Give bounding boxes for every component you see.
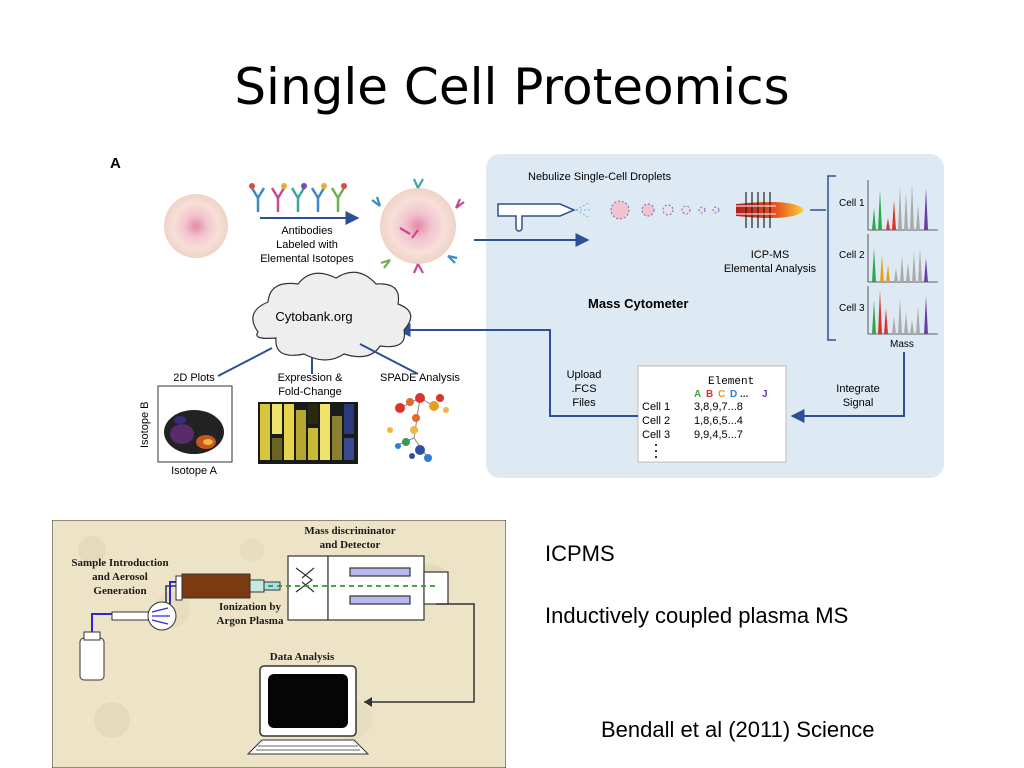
svg-text:Upload: Upload bbox=[567, 369, 602, 381]
cell-2-spectrum bbox=[867, 234, 938, 283]
svg-text:Fold-Change: Fold-Change bbox=[278, 386, 342, 398]
mass-spectrometer-icon bbox=[287, 555, 449, 621]
data-analysis-label: Data Analysis bbox=[270, 651, 335, 663]
icp-torch-icon bbox=[736, 192, 804, 228]
upload-label: Upload .FCS Files bbox=[567, 369, 602, 409]
spade-tree bbox=[387, 393, 449, 462]
ionization-label: Ionization by bbox=[219, 601, 282, 613]
nebulizer-icon bbox=[497, 203, 576, 232]
2d-plots-label: 2D Plots bbox=[173, 372, 215, 384]
cell-3-label: Cell 3 bbox=[839, 303, 865, 314]
integrate-label: Integrate Signal bbox=[836, 383, 879, 409]
mass-axis-label: Mass bbox=[890, 339, 914, 350]
element-letter: C bbox=[718, 389, 725, 400]
mass-cytometry-figure: A Antibodies Labeled with Elemental Isot… bbox=[110, 154, 944, 478]
sample-intro-label: Generation bbox=[93, 585, 146, 597]
slide-title: Single Cell Proteomics bbox=[234, 58, 790, 116]
citation: Bendall et al (2011) Science bbox=[601, 717, 875, 742]
svg-text:ICP-MS: ICP-MS bbox=[751, 249, 790, 261]
mass-discriminator-label: and Detector bbox=[320, 539, 381, 551]
table-header: Element bbox=[708, 376, 754, 388]
table-row-values: 9,9,4,5...7 bbox=[694, 429, 743, 441]
spray-chamber-icon bbox=[111, 585, 180, 631]
bound-antibodies-icon bbox=[371, 178, 465, 274]
table-row-values: 1,8,6,5...4 bbox=[694, 415, 743, 427]
mass-discriminator-label: Mass discriminator bbox=[304, 525, 395, 537]
svg-text:Elemental Isotopes: Elemental Isotopes bbox=[260, 253, 354, 265]
antibodies-label: Antibodies Labeled with Elemental Isotop… bbox=[260, 225, 354, 265]
mass-cytometer-panel bbox=[486, 154, 944, 478]
cell-1-label: Cell 1 bbox=[839, 198, 865, 209]
cell-1-spectrum bbox=[867, 180, 938, 231]
element-letter: ... bbox=[740, 389, 749, 400]
element-letter: A bbox=[694, 389, 701, 400]
element-letter: J bbox=[762, 389, 768, 400]
2d-density-plot bbox=[157, 385, 233, 463]
integrate-arrow bbox=[790, 352, 905, 423]
expression-label: Expression & Fold-Change bbox=[278, 372, 343, 398]
svg-text:Antibodies: Antibodies bbox=[281, 225, 333, 237]
nebulize-label: Nebulize Single-Cell Droplets bbox=[528, 171, 672, 183]
droplets-icon bbox=[575, 200, 720, 220]
mass-cytometer-label: Mass Cytometer bbox=[588, 296, 688, 311]
labeled-cell bbox=[380, 188, 456, 264]
table-row-cell: Cell 3 bbox=[642, 429, 670, 441]
isotope-b-label: Isotope B bbox=[139, 402, 151, 448]
cytobank-label: Cytobank.org bbox=[275, 309, 352, 324]
svg-text:Integrate: Integrate bbox=[836, 383, 879, 395]
cell-3-spectrum bbox=[867, 286, 938, 335]
computer-icon bbox=[246, 665, 370, 755]
icpms-label: ICP-MS Elemental Analysis bbox=[724, 249, 817, 275]
isotope-a-label: Isotope A bbox=[171, 465, 218, 477]
antibodies-icon bbox=[249, 183, 347, 212]
svg-text:Labeled with: Labeled with bbox=[276, 239, 338, 251]
svg-text:Files: Files bbox=[572, 397, 596, 409]
element-data-table: Element A B C D ... J Cell 1 3,8,9,7...8… bbox=[637, 365, 787, 463]
cytobank-cloud bbox=[252, 271, 412, 361]
sample-intro-label: Sample Introduction bbox=[71, 557, 168, 569]
cell-2-label: Cell 2 bbox=[839, 250, 865, 261]
svg-text:Elemental Analysis: Elemental Analysis bbox=[724, 263, 817, 275]
spade-label: SPADE Analysis bbox=[380, 372, 460, 384]
table-row-cell: Cell 1 bbox=[642, 401, 670, 413]
table-row-values: 3,8,9,7...8 bbox=[694, 401, 743, 413]
unlabeled-cell bbox=[164, 194, 228, 258]
upload-arrow bbox=[396, 323, 638, 417]
sample-intro-label: and Aerosol bbox=[92, 571, 148, 583]
svg-text:Signal: Signal bbox=[843, 397, 874, 409]
table-row-cell: Cell 2 bbox=[642, 415, 670, 427]
sample-bottle-icon bbox=[79, 631, 105, 681]
inductively-coupled-note: Inductively coupled plasma MS bbox=[545, 603, 849, 628]
panel-letter: A bbox=[110, 155, 121, 172]
ionization-label: Argon Plasma bbox=[217, 615, 284, 627]
element-letter: D bbox=[730, 389, 737, 400]
signal-cable bbox=[364, 603, 475, 703]
icpms-note: ICPMS bbox=[545, 541, 615, 566]
svg-text:.FCS: .FCS bbox=[571, 383, 596, 395]
element-letter: B bbox=[706, 389, 713, 400]
cloud-arrows bbox=[217, 343, 419, 377]
icpms-diagram: Mass discriminator and Detector Sample I… bbox=[52, 520, 506, 768]
svg-text:Expression &: Expression & bbox=[278, 372, 343, 384]
spectra-bracket bbox=[810, 175, 836, 341]
expression-heatmap bbox=[258, 402, 358, 464]
